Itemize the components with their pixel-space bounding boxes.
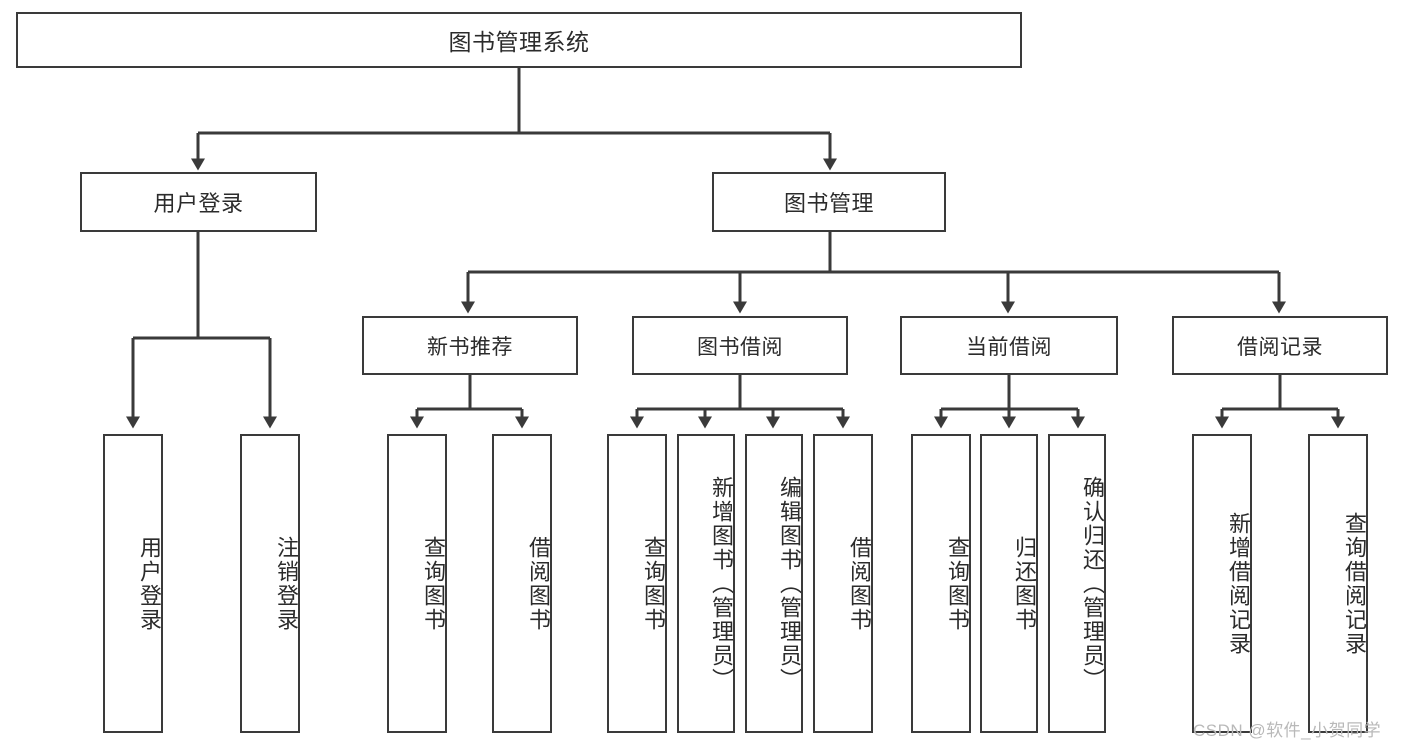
csdn-watermark: CSDN @软件_小贺同学 (1193, 721, 1382, 740)
node-leaf-query-book-3[interactable]: 查询图书 (911, 434, 971, 733)
node-user-login[interactable]: 用户登录 (80, 172, 317, 232)
node-label: 借阅图书 (847, 535, 872, 632)
node-leaf-query-record[interactable]: 查询借阅记录 (1308, 434, 1368, 733)
node-root-system[interactable]: 图书管理系统 (16, 12, 1022, 68)
node-leaf-query-book-2[interactable]: 查询图书 (607, 434, 667, 733)
node-label: 新增借阅记录 (1226, 511, 1251, 656)
node-label: 借阅记录 (1237, 335, 1323, 359)
node-book-management[interactable]: 图书管理 (712, 172, 946, 232)
node-label: 用户登录 (137, 535, 162, 632)
node-current-borrow[interactable]: 当前借阅 (900, 316, 1118, 375)
node-label: 查询图书 (641, 535, 666, 632)
node-book-borrow[interactable]: 图书借阅 (632, 316, 848, 375)
node-label: 当前借阅 (966, 335, 1052, 359)
node-label: 新增图书（管理员） (709, 475, 734, 692)
node-leaf-edit-book[interactable]: 编辑图书（管理员） (745, 434, 803, 733)
node-label: 借阅图书 (526, 535, 551, 632)
node-label: 图书管理 (783, 191, 874, 216)
node-label: 归还图书 (1012, 535, 1037, 632)
node-leaf-confirm-return[interactable]: 确认归还（管理员） (1048, 434, 1106, 733)
node-label: 新书推荐 (427, 335, 513, 359)
node-new-book-recommend[interactable]: 新书推荐 (362, 316, 578, 375)
node-borrow-record[interactable]: 借阅记录 (1172, 316, 1388, 375)
node-label: 查询图书 (421, 535, 446, 632)
node-label: 用户登录 (153, 191, 244, 216)
node-leaf-add-record[interactable]: 新增借阅记录 (1192, 434, 1252, 733)
node-leaf-add-book[interactable]: 新增图书（管理员） (677, 434, 735, 733)
node-label: 编辑图书（管理员） (777, 475, 802, 692)
node-leaf-borrow-book-2[interactable]: 借阅图书 (813, 434, 873, 733)
node-label: 查询借阅记录 (1342, 511, 1367, 656)
node-leaf-borrow-book-1[interactable]: 借阅图书 (492, 434, 552, 733)
node-leaf-user-login[interactable]: 用户登录 (103, 434, 163, 733)
node-label: 查询图书 (945, 535, 970, 632)
node-leaf-query-book-1[interactable]: 查询图书 (387, 434, 447, 733)
node-leaf-return-book[interactable]: 归还图书 (980, 434, 1038, 733)
node-label: 图书管理系统 (448, 29, 590, 55)
node-leaf-user-logout[interactable]: 注销登录 (240, 434, 300, 733)
node-label: 图书借阅 (697, 335, 783, 359)
node-label: 确认归还（管理员） (1080, 475, 1105, 692)
node-label: 注销登录 (274, 535, 299, 632)
